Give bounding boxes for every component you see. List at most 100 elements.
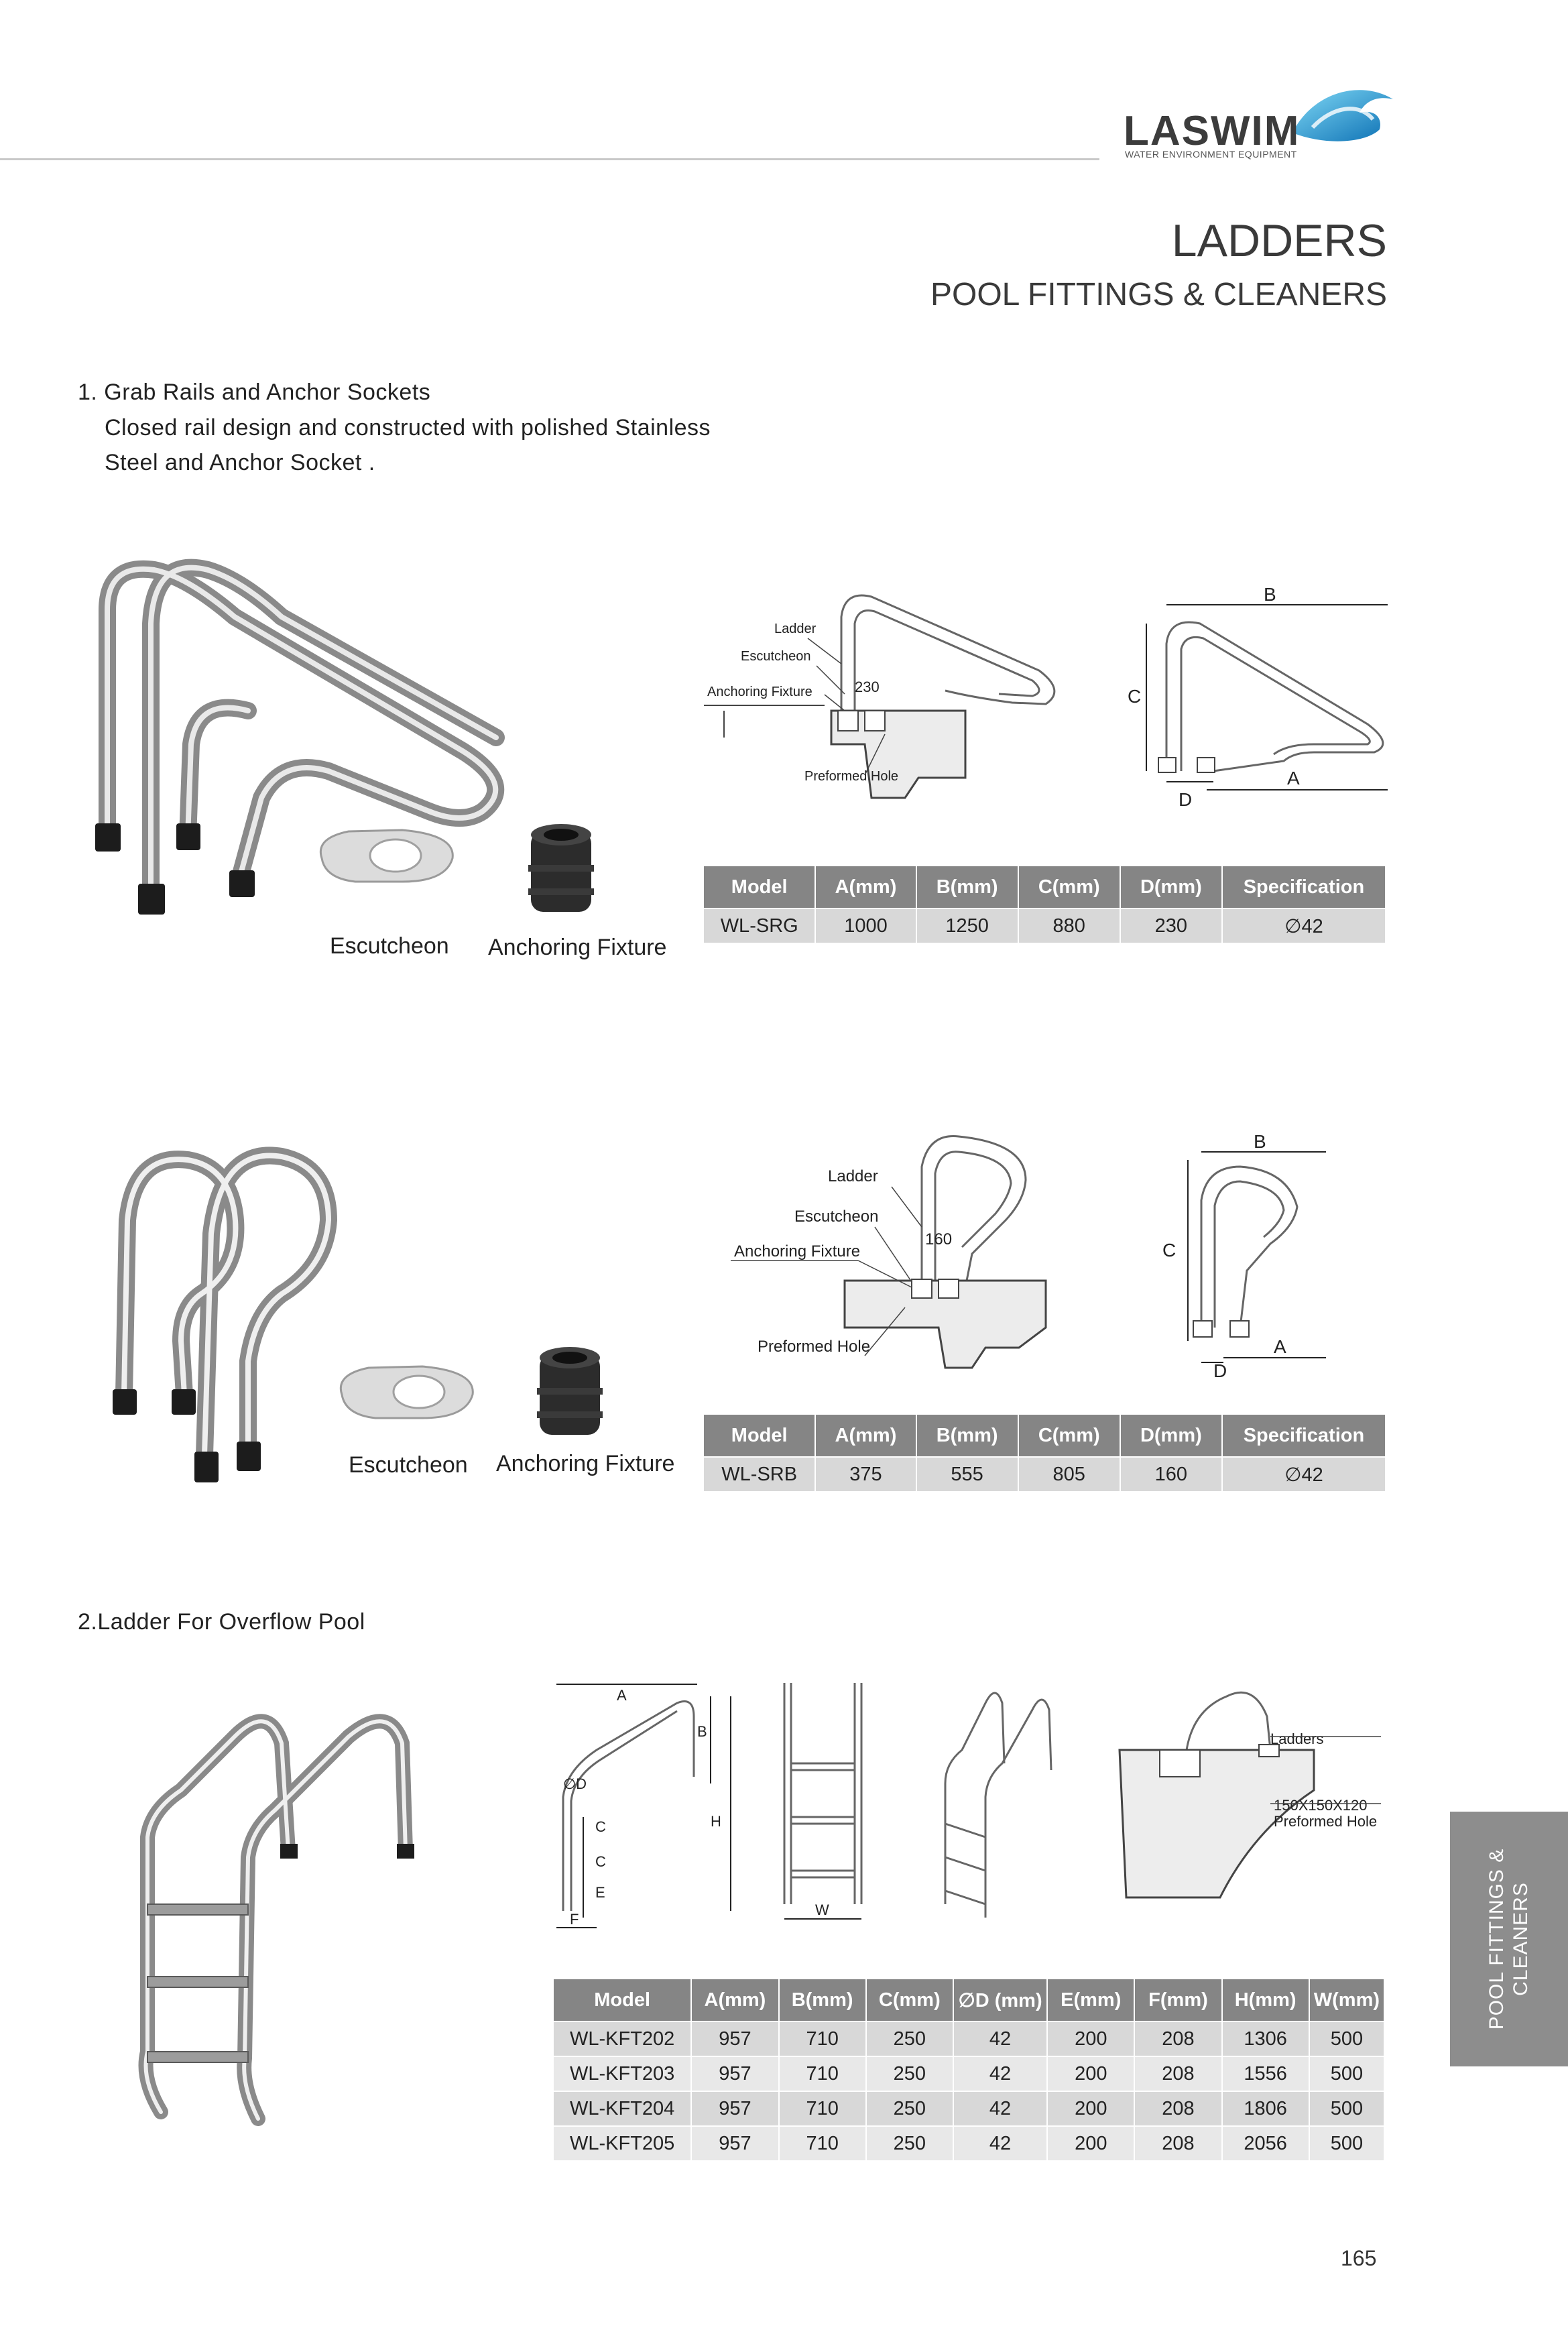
cell: 375 bbox=[815, 1456, 917, 1491]
escutcheon-caption-1: Escutcheon bbox=[330, 933, 449, 959]
col-d: D(mm) bbox=[1120, 866, 1223, 909]
front-view-diagram: W bbox=[783, 1683, 863, 1920]
col-d: D(mm) bbox=[1120, 1415, 1223, 1457]
cell: WL-KFT205 bbox=[554, 2125, 692, 2160]
col-a: A(mm) bbox=[691, 1979, 780, 2021]
cell: WL-KFT202 bbox=[554, 2021, 692, 2056]
diagram-dim-1: 230 bbox=[855, 679, 880, 695]
cell: 500 bbox=[1309, 2021, 1386, 2056]
dimension-diagram-2: B C A D bbox=[1162, 1131, 1326, 1381]
cell: WL-SRB bbox=[704, 1456, 817, 1491]
cell: 42 bbox=[953, 2125, 1048, 2160]
overflow-ladder-photo bbox=[138, 1714, 414, 2126]
col-e: E(mm) bbox=[1047, 1979, 1136, 2021]
spec-table-2: Model A(mm) B(mm) C(mm) D(mm) Specificat… bbox=[704, 1415, 1387, 1491]
col-d: ∅D (mm) bbox=[953, 1979, 1048, 2021]
cell: 230 bbox=[1120, 908, 1223, 943]
cell: 805 bbox=[1018, 1456, 1121, 1491]
cell: ∅42 bbox=[1221, 908, 1387, 943]
dim-label-e-3: E bbox=[595, 1884, 605, 1901]
brand-name: LASWIM bbox=[1124, 108, 1301, 154]
col-model: Model bbox=[704, 1415, 817, 1457]
diagram-label-preformed-3: Preformed Hole bbox=[1274, 1813, 1377, 1830]
dim-label-a-3: A bbox=[617, 1687, 627, 1704]
col-spec: Specification bbox=[1221, 1415, 1387, 1457]
dim-label-c2-3: C bbox=[595, 1853, 606, 1870]
cell: 160 bbox=[1120, 1456, 1223, 1491]
table-header-row: Model A(mm) B(mm) C(mm) D(mm) Specificat… bbox=[704, 866, 1387, 909]
dim-label-d-1: D bbox=[1179, 789, 1192, 810]
col-spec: Specification bbox=[1221, 866, 1387, 909]
table-row: WL-SRG 1000 1250 880 230 ∅42 bbox=[704, 908, 1387, 943]
cell: 250 bbox=[865, 2056, 954, 2091]
brand-logo[interactable]: LASWIM WATER ENVIRONMENT EQUIPMENT bbox=[1118, 79, 1400, 166]
diagram-label-ladder-2: Ladder bbox=[828, 1167, 878, 1185]
cell: 208 bbox=[1134, 2091, 1223, 2126]
grab-rail-photo-2 bbox=[113, 1147, 603, 1482]
cell: 710 bbox=[778, 2125, 867, 2160]
table-header-row: Model A(mm) B(mm) C(mm) ∅D (mm) E(mm) F(… bbox=[554, 1979, 1386, 2021]
anchoring-fixture-part-icon bbox=[528, 824, 594, 912]
cell: 208 bbox=[1134, 2021, 1223, 2056]
cell: 208 bbox=[1134, 2056, 1223, 2091]
install-diagram-1: Ladder Escutcheon Anchoring Fixture Pref… bbox=[704, 594, 1056, 799]
install-diagram-2: Ladder Escutcheon Anchoring Fixture Pref… bbox=[731, 1135, 1047, 1369]
anchoring-fixture-caption-1: Anchoring Fixture bbox=[488, 935, 667, 960]
side-tab-label: POOL FITTINGS &CLEANERS bbox=[1485, 1849, 1533, 2030]
cell: 42 bbox=[953, 2056, 1048, 2091]
section-side-tab[interactable]: POOL FITTINGS &CLEANERS bbox=[1450, 1812, 1568, 2066]
col-w: W(mm) bbox=[1309, 1979, 1386, 2021]
cell: 1806 bbox=[1221, 2091, 1310, 2126]
dim-label-b-1: B bbox=[1264, 584, 1276, 605]
anchoring-fixture-part-icon bbox=[537, 1347, 603, 1435]
col-b: B(mm) bbox=[916, 866, 1019, 909]
diagram-label-anchoring-2: Anchoring Fixture bbox=[734, 1242, 860, 1261]
diagram-label-anchoring-1: Anchoring Fixture bbox=[707, 685, 812, 699]
cell: 250 bbox=[865, 2091, 954, 2126]
cell: 1306 bbox=[1221, 2021, 1310, 2056]
table-row: WL-SRB 375 555 805 160 ∅42 bbox=[704, 1456, 1387, 1491]
dim-label-d-2: D bbox=[1213, 1360, 1227, 1381]
cell: 957 bbox=[691, 2056, 780, 2091]
cell: 500 bbox=[1309, 2056, 1386, 2091]
dimension-diagram-3: A B H ∅D C C E F bbox=[556, 1684, 731, 1928]
dim-label-c-2: C bbox=[1162, 1240, 1176, 1261]
diagram-label-escutcheon-1: Escutcheon bbox=[741, 649, 811, 664]
page-title: LADDERS bbox=[1171, 215, 1387, 266]
cell: 555 bbox=[916, 1456, 1019, 1491]
col-f: F(mm) bbox=[1134, 1979, 1223, 2021]
shell-logo-icon bbox=[1292, 90, 1393, 141]
cell: 200 bbox=[1047, 2056, 1136, 2091]
diagram-dim-2: 160 bbox=[925, 1230, 952, 1248]
dim-label-h-3: H bbox=[711, 1813, 721, 1830]
diagram-label-preformed-1: Preformed Hole bbox=[804, 769, 898, 784]
perspective-diagram bbox=[944, 1692, 1052, 1918]
cell: 1250 bbox=[916, 908, 1019, 943]
side-tab-line2: CLEANERS bbox=[1510, 1882, 1532, 1996]
escutcheon-caption-2: Escutcheon bbox=[349, 1452, 468, 1478]
cell: 200 bbox=[1047, 2125, 1136, 2160]
page-subtitle: POOL FITTINGS & CLEANERS bbox=[930, 277, 1387, 312]
spec-table-1: Model A(mm) B(mm) C(mm) D(mm) Specificat… bbox=[704, 866, 1387, 943]
dim-label-w-3: W bbox=[815, 1901, 829, 1918]
dim-label-f-3: F bbox=[570, 1911, 579, 1928]
col-b: B(mm) bbox=[916, 1415, 1019, 1457]
col-c: C(mm) bbox=[1018, 1415, 1121, 1457]
col-c: C(mm) bbox=[865, 1979, 954, 2021]
diagram-label-ladder-1: Ladder bbox=[774, 622, 817, 636]
spec-table-3: Model A(mm) B(mm) C(mm) ∅D (mm) E(mm) F(… bbox=[554, 1979, 1386, 2160]
col-a: A(mm) bbox=[815, 866, 917, 909]
anchoring-fixture-caption-2: Anchoring Fixture bbox=[496, 1451, 675, 1476]
cell: 710 bbox=[778, 2056, 867, 2091]
cell: 1000 bbox=[815, 908, 917, 943]
cell: 2056 bbox=[1221, 2125, 1310, 2160]
col-a: A(mm) bbox=[815, 1415, 917, 1457]
diagram-label-escutcheon-2: Escutcheon bbox=[794, 1208, 878, 1226]
escutcheon-part-icon bbox=[340, 1365, 474, 1419]
diagram-label-preformed-2: Preformed Hole bbox=[758, 1338, 870, 1356]
dim-label-c-1: C bbox=[1128, 686, 1141, 707]
col-c: C(mm) bbox=[1018, 866, 1121, 909]
section1-description: Closed rail design and constructed with … bbox=[105, 410, 775, 480]
